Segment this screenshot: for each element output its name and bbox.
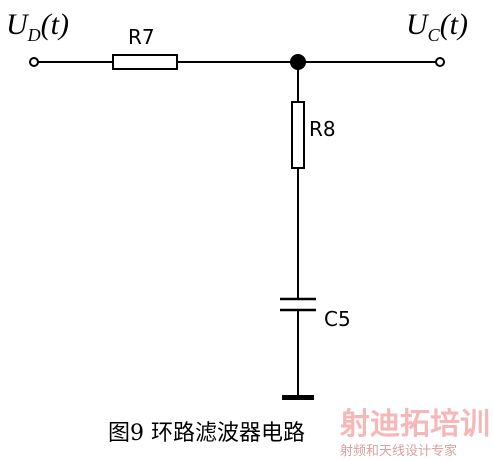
watermark-tagline: 射频和天线设计专家 bbox=[340, 443, 457, 459]
ground-symbol bbox=[282, 395, 314, 400]
input-voltage-label: UD(t) bbox=[6, 8, 69, 45]
figure-caption: 图9 环路滤波器电路 bbox=[108, 421, 305, 446]
watermark-logo: 射迪拓培训 bbox=[340, 407, 490, 442]
c5-label: C5 bbox=[324, 307, 351, 331]
resistor-r7 bbox=[112, 54, 178, 70]
r8-label: R8 bbox=[309, 117, 336, 141]
output-terminal bbox=[435, 57, 445, 67]
input-terminal bbox=[29, 57, 39, 67]
resistor-r8 bbox=[291, 101, 305, 169]
output-voltage-label: UC(t) bbox=[406, 8, 468, 45]
r7-label: R7 bbox=[128, 25, 155, 49]
